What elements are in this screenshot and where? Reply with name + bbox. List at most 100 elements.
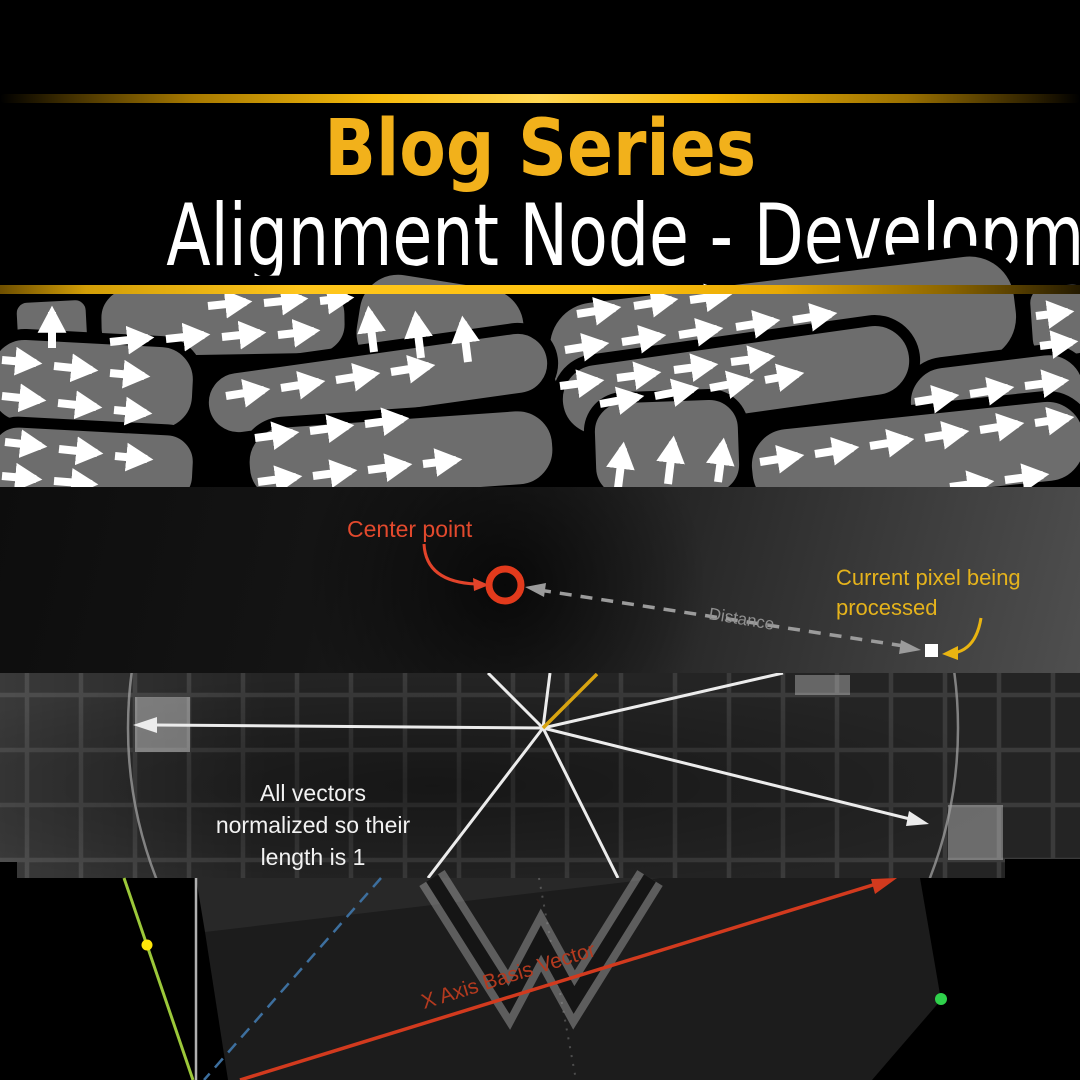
flow-arrow	[319, 285, 355, 315]
flow-arrow	[709, 370, 755, 399]
series-title-text: Blog Series	[324, 104, 756, 194]
viewport-3d: X Axis Basis Vector	[0, 869, 1080, 1080]
center-point-label: Center point	[347, 516, 473, 542]
series-title: Blog Series	[0, 108, 1080, 190]
vector-left	[154, 723, 544, 730]
vector-to-current-pixel	[541, 673, 599, 730]
yellow-point	[141, 939, 153, 951]
flow-arrow	[656, 435, 685, 485]
flow-arrow	[165, 322, 211, 352]
flow-arrow	[390, 355, 436, 384]
flow-arrow	[357, 305, 386, 353]
flow-arrow	[1035, 300, 1075, 329]
flow-arrow	[606, 441, 635, 489]
flow-arrow	[280, 371, 326, 400]
flow-arrow	[616, 361, 662, 390]
flow-arrow	[207, 289, 253, 319]
diagonal-dashed-axis	[203, 877, 382, 1080]
flow-arrow	[451, 315, 480, 363]
distance-label: Distance	[707, 604, 775, 634]
collage-notch-left	[0, 862, 17, 878]
note-line-3: length is 1	[260, 844, 366, 870]
note-line-1: All vectors	[259, 780, 367, 806]
normalized-vectors-diagram: All vectors normalized so their length i…	[0, 673, 1080, 878]
flow-arrow	[4, 429, 48, 459]
vector-down	[541, 727, 620, 878]
flow-arrow	[678, 318, 724, 347]
flow-arrow	[364, 407, 410, 436]
unit-circle	[126, 673, 960, 878]
center-point-callout-head	[473, 578, 489, 591]
flow-arrow	[1034, 406, 1075, 436]
vector-down-right	[542, 726, 911, 821]
flow-arrow	[633, 289, 679, 318]
flow-arrow	[58, 436, 104, 466]
plane-bevel	[196, 878, 660, 932]
gold-divider-top	[0, 94, 1080, 103]
x-axis-arrowhead	[871, 878, 897, 894]
flow-arrow	[621, 325, 667, 354]
current-pixel-marker	[925, 644, 938, 657]
flow-arrow	[53, 468, 99, 497]
flow-arrow	[1, 462, 43, 492]
flow-arrow	[673, 353, 719, 382]
flow-arrow	[564, 333, 610, 362]
distance-figure: Distance	[422, 543, 983, 660]
normalization-note: All vectors normalized so their length i…	[188, 777, 438, 873]
flow-arrow	[225, 379, 271, 408]
flow-arrow	[924, 421, 970, 450]
flow-arrow	[1, 383, 47, 413]
vector-up	[541, 673, 552, 729]
grid-figure	[0, 673, 1080, 878]
note-line-2: normalized so their	[215, 812, 411, 838]
flow-arrow	[689, 283, 733, 313]
distance-diagram: Distance Center point Current pixel bein…	[0, 487, 1080, 673]
watermark-logo	[419, 869, 663, 1030]
pixel-callout-head	[942, 646, 958, 660]
flow-arrow	[759, 445, 805, 474]
flow-arrow	[257, 465, 303, 494]
flow-arrow	[109, 325, 155, 355]
flow-arrow	[730, 345, 776, 374]
flow-arrow	[706, 437, 735, 483]
flow-arrow	[654, 378, 700, 407]
flow-arrow	[559, 369, 605, 398]
flow-arrow	[335, 363, 381, 392]
vector-down-left	[426, 727, 545, 878]
center-point-marker	[485, 565, 525, 605]
highlight-cell-right	[948, 805, 1003, 860]
flow-arrow	[969, 377, 1015, 406]
flow-arrow	[221, 320, 267, 350]
flow-arrow	[309, 414, 355, 443]
vector-up-left	[486, 673, 545, 730]
vector-up-right	[542, 673, 784, 730]
flow-arrow	[949, 470, 995, 499]
rocks-flow-field	[0, 245, 1080, 520]
flow-arrow	[1024, 369, 1070, 398]
flow-arrow	[422, 448, 463, 477]
flow-arrow	[312, 459, 358, 488]
flow-arrow	[1004, 463, 1050, 492]
flow-arrow	[576, 297, 622, 326]
highlight-cell-top	[795, 675, 850, 695]
flow-arrow	[113, 396, 153, 426]
flow-arrow	[599, 386, 645, 415]
flow-arrow	[1039, 330, 1079, 359]
flow-arrow	[914, 385, 960, 414]
normalized-vectors	[154, 673, 911, 878]
green-point	[935, 993, 947, 1005]
flow-arrow	[57, 390, 103, 420]
flow-arrow	[114, 442, 154, 472]
flow-arrow	[404, 310, 433, 359]
flow-arrow	[814, 437, 860, 466]
green-axis-line	[122, 877, 195, 1080]
flow-arrow	[367, 453, 413, 482]
flow-arrow	[1, 346, 43, 376]
flow-arrows	[1, 283, 1079, 499]
pixel-callout-arrow	[953, 617, 983, 655]
flow-arrow	[764, 363, 805, 392]
flow-arrow	[53, 353, 99, 383]
flow-arrow	[277, 318, 321, 348]
vector-down-right-head	[906, 811, 929, 826]
